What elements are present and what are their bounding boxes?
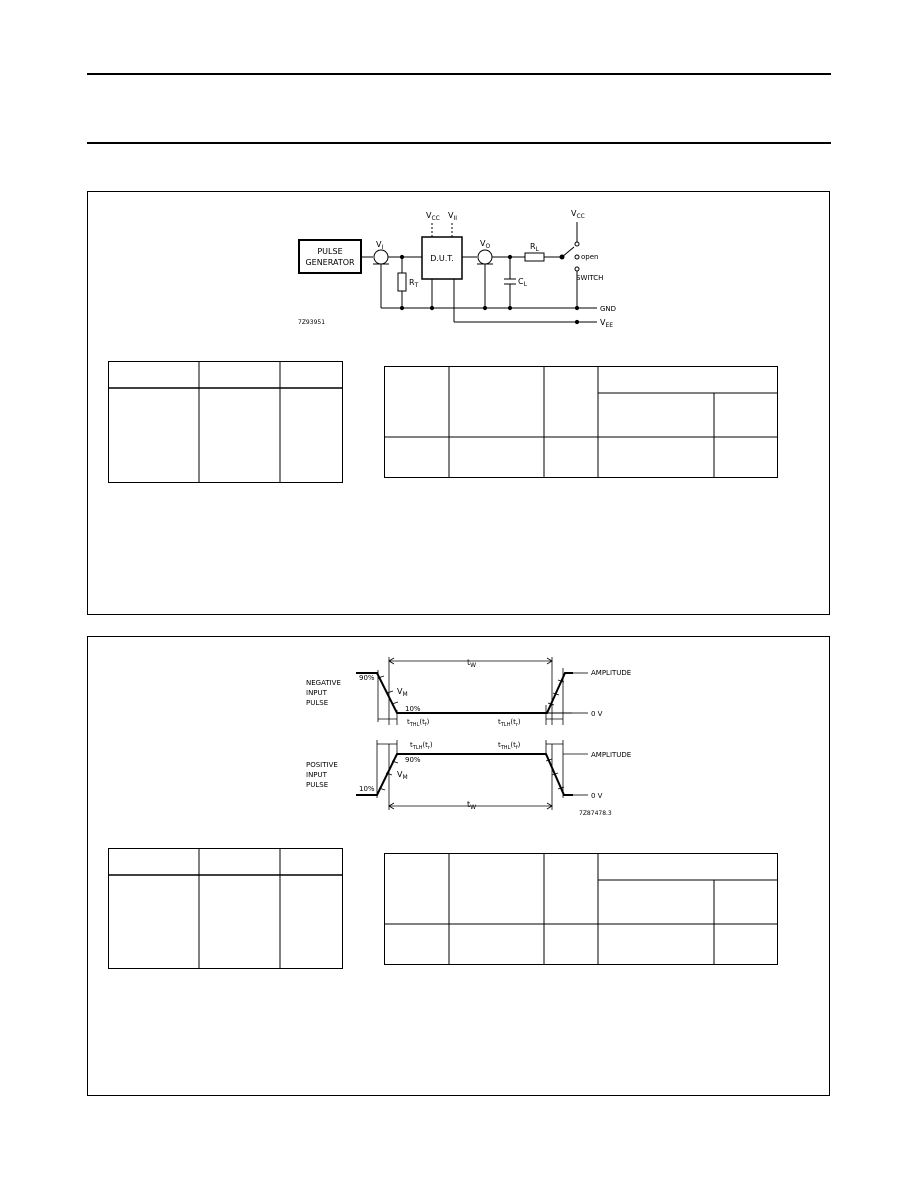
dut-box xyxy=(421,236,463,280)
waveform-figure-frame: NEGATIVE INPUT PULSE 90% 10% VM tW tTHL(… xyxy=(87,636,830,1096)
vcc-label: VCC xyxy=(426,211,440,222)
positive-tthl-label: tTHL(tf) xyxy=(498,741,521,751)
positive-0v-label: 0 V xyxy=(591,792,603,800)
vi-connector xyxy=(373,249,389,265)
header-rule-top xyxy=(87,73,831,75)
positive-pulse-waveform xyxy=(356,753,573,796)
negative-90-pct: 90% xyxy=(359,674,375,682)
header-rule-bottom xyxy=(87,142,831,144)
negative-pulse-label-2: INPUT xyxy=(306,689,328,697)
vcc-switch-label: VCC xyxy=(571,209,585,220)
positive-10-pct: 10% xyxy=(359,785,375,793)
positive-pulse-label-2: INPUT xyxy=(306,771,328,779)
waveform-right-table xyxy=(384,853,778,965)
negative-pulse-label-3: PULSE xyxy=(306,699,328,707)
switch-contact-open xyxy=(574,254,580,260)
tw-label-top: tW xyxy=(467,658,476,669)
waveform-left-table xyxy=(108,848,343,969)
pulse-generator-label-1: PULSE xyxy=(317,247,342,256)
rl-resistor xyxy=(524,252,545,262)
switch-blade xyxy=(561,246,575,258)
vi-label: VI xyxy=(376,240,383,251)
tw-label-bottom: tW xyxy=(467,800,476,811)
negative-pulse-waveform xyxy=(356,672,573,714)
vo-label: VO xyxy=(480,239,490,250)
waveform-figure-code: 7Z87478.3 xyxy=(579,810,612,817)
cl-label: CL xyxy=(518,277,528,288)
dut-label: D.U.T. xyxy=(430,254,454,263)
positive-pulse-label-3: PULSE xyxy=(306,781,328,789)
positive-vm-label: VM xyxy=(397,770,408,781)
negative-ttlh-label: tTLH(tr) xyxy=(498,718,521,728)
gnd-label: GND xyxy=(600,305,616,313)
pulse-generator-box xyxy=(298,239,362,274)
negative-pulse-label-1: NEGATIVE xyxy=(306,679,341,687)
input-pulse-waveforms: NEGATIVE INPUT PULSE 90% 10% VM tW tTHL(… xyxy=(306,657,631,817)
rl-label: RL xyxy=(530,242,540,253)
pulse-generator-label-2: GENERATOR xyxy=(305,258,355,267)
switch-contact-vcc xyxy=(574,241,580,247)
positive-amplitude-label: AMPLITUDE xyxy=(591,751,631,759)
open-label: open xyxy=(581,253,598,261)
negative-vm-label: VM xyxy=(397,687,408,698)
positive-90-pct: 90% xyxy=(405,756,421,764)
vii-label: VII xyxy=(448,211,457,222)
switch-label: SWITCH xyxy=(576,274,603,282)
vee-label: VEE xyxy=(600,318,613,329)
negative-tthl-label: tTHL(tf) xyxy=(407,718,430,728)
rt-label: RT xyxy=(409,278,419,289)
positive-ttlh-label: tTLH(tr) xyxy=(410,741,433,751)
test-circuit-diagram: PULSE GENERATOR D.U.T. VCC VII VI VO RL … xyxy=(298,209,616,329)
negative-10-pct: 10% xyxy=(405,705,421,713)
negative-0v-label: 0 V xyxy=(591,710,603,718)
circuit-figure-code: 7Z93951 xyxy=(298,319,325,326)
negative-amplitude-label: AMPLITUDE xyxy=(591,669,631,677)
vo-connector xyxy=(477,249,493,265)
circuit-right-table xyxy=(384,366,778,478)
switch-contact-gnd xyxy=(574,266,580,272)
circuit-left-table xyxy=(108,361,343,483)
positive-pulse-label-1: POSITIVE xyxy=(306,761,338,769)
test-circuit-figure-frame: PULSE GENERATOR D.U.T. VCC VII VI VO RL … xyxy=(87,191,830,615)
rt-resistor xyxy=(397,272,407,292)
